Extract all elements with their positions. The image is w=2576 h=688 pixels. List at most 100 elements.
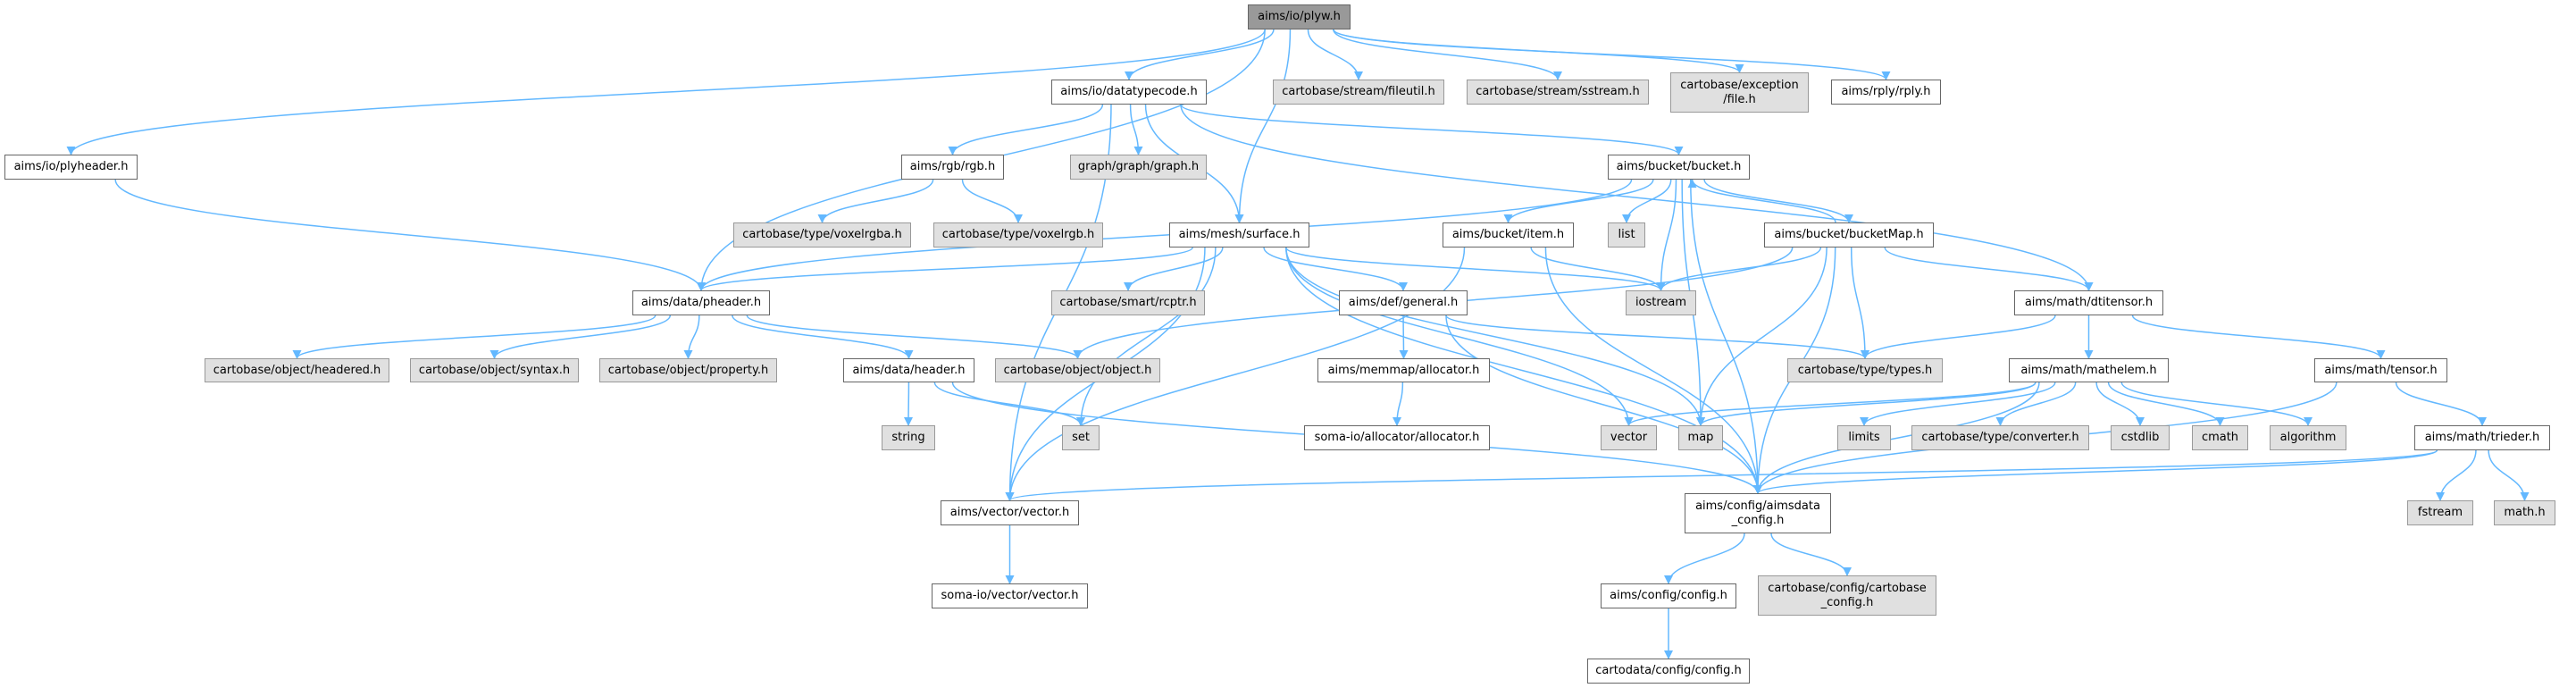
edge-bucketmap-to-bucket: [1687, 179, 1836, 223]
edge-surface-to-iostream: [1285, 247, 1666, 291]
node-list[interactable]: list: [1608, 222, 1645, 248]
node-sstream[interactable]: cartobase/stream/sstream.h: [1467, 80, 1649, 105]
node-excfile[interactable]: cartobase/exception /file.h: [1670, 72, 1809, 113]
edge-surface-to-pheader: [697, 247, 1193, 291]
edge-plyw-to-sstream: [1333, 29, 1562, 80]
node-bucket[interactable]: aims/bucket/bucket.h: [1608, 155, 1750, 180]
edge-tensor-to-trieder: [2395, 382, 2487, 426]
node-set[interactable]: set: [1062, 425, 1100, 450]
node-item[interactable]: aims/bucket/item.h: [1443, 222, 1574, 248]
edge-bucketmap-to-dtitensor: [1884, 247, 2094, 291]
edge-general-to-types: [1445, 315, 1869, 359]
edge-bucket-to-list: [1622, 179, 1672, 223]
edge-pheader-to-header: [732, 315, 914, 359]
edge-bucketmap-to-map: [1696, 247, 1827, 426]
edge-general-to-aimsdata: [1445, 315, 1762, 494]
node-bucketmap[interactable]: aims/bucket/bucketMap.h: [1764, 222, 1934, 248]
node-fileutil[interactable]: cartobase/stream/fileutil.h: [1273, 80, 1444, 105]
edge-datatypecode-to-bucket: [1180, 104, 1684, 155]
node-voxelrgba[interactable]: cartobase/type/voxelrgba.h: [733, 222, 911, 248]
edge-bucket-to-bucketmap: [1703, 179, 1853, 223]
node-property[interactable]: cartobase/object/property.h: [599, 358, 777, 382]
edge-plyw-to-fileutil: [1307, 29, 1363, 80]
node-plyheader[interactable]: aims/io/plyheader.h: [4, 155, 138, 180]
node-object[interactable]: cartobase/object/object.h: [995, 358, 1160, 382]
edge-mathelem-to-converter: [1995, 382, 2077, 426]
node-graph[interactable]: graph/graph/graph.h: [1070, 155, 1207, 180]
node-rcptr[interactable]: cartobase/smart/rcptr.h: [1051, 290, 1205, 315]
edge-datatypecode-to-dtitensor: [1180, 104, 2094, 291]
node-dtitensor[interactable]: aims/math/dtitensor.h: [2014, 290, 2163, 315]
edge-rgb-to-voxelrgba: [817, 179, 934, 223]
edge-surface-to-set: [1076, 247, 1217, 426]
node-iostream[interactable]: iostream: [1626, 290, 1696, 315]
node-surface[interactable]: aims/mesh/surface.h: [1169, 222, 1309, 248]
edge-aimsdata-to-cbconfig: [1770, 533, 1852, 576]
edge-mathelem-to-aimsdata: [1753, 382, 2040, 494]
edge-trieder-to-aimsdata: [1753, 449, 2438, 494]
node-cstdlib[interactable]: cstdlib: [2111, 425, 2170, 450]
node-cartodata[interactable]: cartodata/config/config.h: [1587, 659, 1750, 684]
node-converter[interactable]: cartobase/type/converter.h: [1911, 425, 2089, 450]
node-cbconfig[interactable]: cartobase/config/cartobase _config.h: [1758, 575, 1936, 616]
edge-pheader-to-syntax: [489, 315, 672, 359]
edge-plyw-to-rply: [1333, 29, 1891, 80]
edge-dtitensor-to-types: [1861, 315, 2056, 359]
node-pheader[interactable]: aims/data/pheader.h: [632, 290, 770, 315]
edge-rgb-to-voxelrgb: [961, 179, 1023, 223]
edge-mathelem-to-cstdlib: [2095, 382, 2145, 426]
node-map[interactable]: map: [1678, 425, 1723, 450]
node-trieder[interactable]: aims/math/trieder.h: [2414, 425, 2550, 450]
edge-plyw-to-surface: [1234, 29, 1292, 223]
edge-pheader-to-headered: [292, 315, 657, 359]
edge-datatypecode-to-rgb: [948, 104, 1104, 155]
node-limits[interactable]: limits: [1837, 425, 1891, 450]
edge-pheader-to-property: [683, 315, 700, 359]
edge-mathelem-to-limits: [1860, 382, 2056, 426]
edge-header-to-set: [933, 382, 1085, 426]
node-string[interactable]: string: [882, 425, 935, 450]
edge-mathelem-to-vector: [1624, 382, 2037, 426]
edge-mathelem-to-cmath: [2107, 382, 2225, 426]
edge-datatypecode-to-graph: [1129, 104, 1143, 155]
edge-plyheader-to-pheader: [114, 179, 706, 291]
edge-mathelem-to-map: [1696, 382, 2037, 426]
node-algorithm[interactable]: algorithm: [2270, 425, 2346, 450]
edge-trieder-to-fstream: [2436, 449, 2477, 501]
node-mathelem[interactable]: aims/math/mathelem.h: [2009, 358, 2169, 382]
node-config[interactable]: aims/config/config.h: [1601, 583, 1736, 608]
node-memalloc[interactable]: aims/memmap/allocator.h: [1317, 358, 1490, 382]
node-mathh[interactable]: math.h: [2494, 500, 2555, 525]
node-fstream[interactable]: fstream: [2407, 500, 2473, 525]
edge-pheader-to-object: [746, 315, 1083, 359]
node-rply[interactable]: aims/rply/rply.h: [1831, 80, 1941, 105]
node-cmath[interactable]: cmath: [2192, 425, 2248, 450]
node-types[interactable]: cartobase/type/types.h: [1787, 358, 1943, 382]
node-aimsdata[interactable]: aims/config/aimsdata _config.h: [1685, 493, 1831, 533]
edge-aimsdata-to-config: [1664, 533, 1745, 584]
node-general[interactable]: aims/def/general.h: [1339, 290, 1468, 315]
node-voxelrgb[interactable]: cartobase/type/voxelrgb.h: [933, 222, 1103, 248]
edge-surface-to-aimsdata: [1285, 247, 1762, 494]
edge-dtitensor-to-tensor: [2131, 315, 2386, 359]
edge-trieder-to-vectorh: [1006, 449, 2438, 501]
edge-bucket-to-pheader: [697, 179, 1633, 291]
node-somaalloc[interactable]: soma-io/allocator/allocator.h: [1304, 425, 1490, 450]
node-rgb[interactable]: aims/rgb/rgb.h: [901, 155, 1004, 180]
edge-item-to-iostream: [1530, 247, 1666, 291]
node-vectorh[interactable]: aims/vector/vector.h: [941, 500, 1079, 525]
edge-surface-to-map: [1285, 247, 1705, 426]
node-syntax[interactable]: cartobase/object/syntax.h: [410, 358, 579, 382]
node-plyw: aims/io/plyw.h: [1248, 4, 1351, 29]
node-somavector[interactable]: soma-io/vector/vector.h: [932, 583, 1088, 608]
edge-plyw-to-datatypecode: [1125, 29, 1275, 80]
edge-bucket-to-item: [1503, 179, 1654, 223]
node-vector[interactable]: vector: [1601, 425, 1657, 450]
node-tensor[interactable]: aims/math/tensor.h: [2314, 358, 2447, 382]
edge-bucketmap-to-types: [1850, 247, 1869, 359]
node-headered[interactable]: cartobase/object/headered.h: [205, 358, 389, 382]
edge-bucket-to-iostream: [1656, 179, 1677, 291]
node-header[interactable]: aims/data/header.h: [843, 358, 974, 382]
node-datatypecode[interactable]: aims/io/datatypecode.h: [1051, 80, 1207, 105]
